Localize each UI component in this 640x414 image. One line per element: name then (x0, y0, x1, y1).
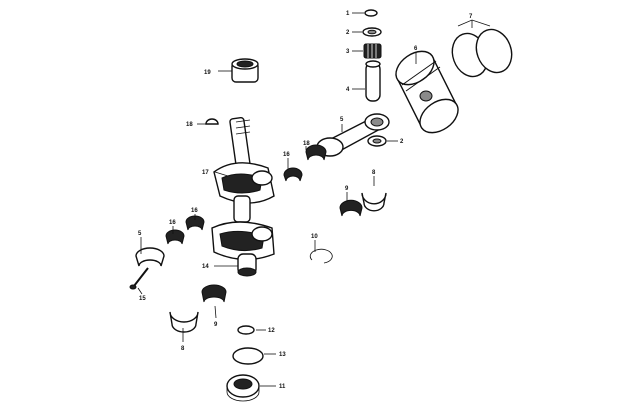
callout-16-upper: 16 (283, 152, 290, 158)
leader-lines (137, 12, 491, 387)
oil-seal-part (226, 374, 260, 402)
callout-9-left: 9 (214, 322, 218, 328)
callout-2-upper: 2 (346, 30, 350, 36)
callout-12: 12 (268, 328, 275, 334)
woodruff-key-part (205, 118, 219, 125)
callout-18-upper: 18 (303, 141, 310, 147)
callout-4: 4 (346, 87, 350, 93)
callout-15: 15 (139, 296, 146, 302)
snap-ring-part (309, 248, 333, 264)
callout-19: 19 (204, 70, 211, 76)
callout-5-upper: 5 (340, 117, 344, 123)
crankshaft-part (211, 116, 275, 277)
bearing-cage-left-a (165, 229, 185, 245)
piston-pin-part (365, 60, 381, 102)
o-ring-large-part (232, 347, 264, 365)
bearing-cage-left-b (185, 215, 205, 231)
rod-bearing-half-8-right (361, 192, 387, 212)
bearing-cage-upper-18 (305, 144, 327, 161)
piston-part (395, 50, 459, 134)
connecting-rod-part (316, 113, 390, 157)
callout-2-lower: 2 (400, 139, 404, 145)
rod-bearing-half-8-left (169, 311, 199, 333)
o-ring-small-part (237, 325, 255, 335)
callout-16-left-b: 16 (191, 208, 198, 214)
main-bearing-part (231, 58, 259, 83)
callout-10: 10 (311, 234, 318, 240)
rod-washer-part (367, 135, 387, 147)
rod-bearing-half-9-left (201, 284, 227, 303)
callout-labels: 1 2 3 4 6 7 5 2 18 16 8 9 10 19 18 17 16… (138, 11, 473, 390)
callout-13: 13 (279, 352, 286, 358)
callout-3: 3 (346, 49, 350, 55)
callout-18-left: 18 (186, 122, 193, 128)
callout-16-left-a: 16 (169, 220, 176, 226)
callout-11: 11 (279, 384, 286, 390)
piston-rings-part (451, 28, 513, 78)
callout-6: 6 (414, 46, 418, 52)
callout-7: 7 (469, 14, 473, 20)
thrust-washer-part (362, 27, 382, 37)
callout-17: 17 (202, 170, 209, 176)
callout-8-left: 8 (181, 346, 185, 352)
retaining-ring-part (364, 9, 378, 17)
callout-9-right: 9 (345, 186, 349, 192)
bearing-cage-upper-16 (283, 167, 303, 182)
callout-8-right: 8 (372, 170, 376, 176)
callout-5-lower: 5 (138, 231, 142, 237)
callout-14: 14 (202, 264, 209, 270)
callout-1: 1 (346, 11, 350, 17)
rod-bolt-part (129, 267, 149, 290)
rod-bearing-half-9-right (339, 199, 363, 217)
rod-cap-part (135, 247, 165, 267)
needle-bearing-part (363, 43, 382, 59)
